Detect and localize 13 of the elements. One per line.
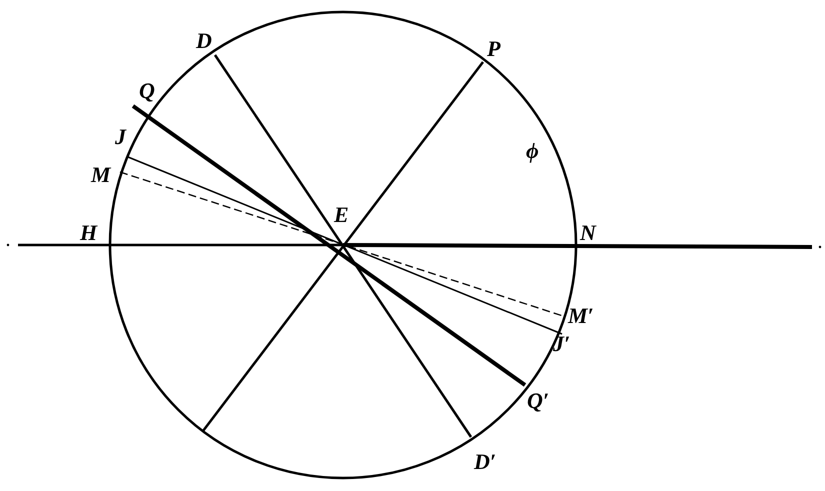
point-label: M′ (568, 305, 594, 327)
point-label: Q (139, 80, 155, 102)
point-label: D (196, 30, 212, 52)
point-label: P (487, 38, 500, 60)
point-label: ϕ (526, 140, 539, 162)
point-label: M (91, 164, 111, 186)
point-label: D′ (474, 451, 496, 473)
point-label: N (580, 222, 596, 244)
point-label: J (115, 126, 126, 148)
point-label: E (334, 204, 349, 226)
point-label: Q′ (527, 390, 550, 412)
point-label: J′ (553, 333, 570, 355)
point-label: H (80, 222, 98, 244)
